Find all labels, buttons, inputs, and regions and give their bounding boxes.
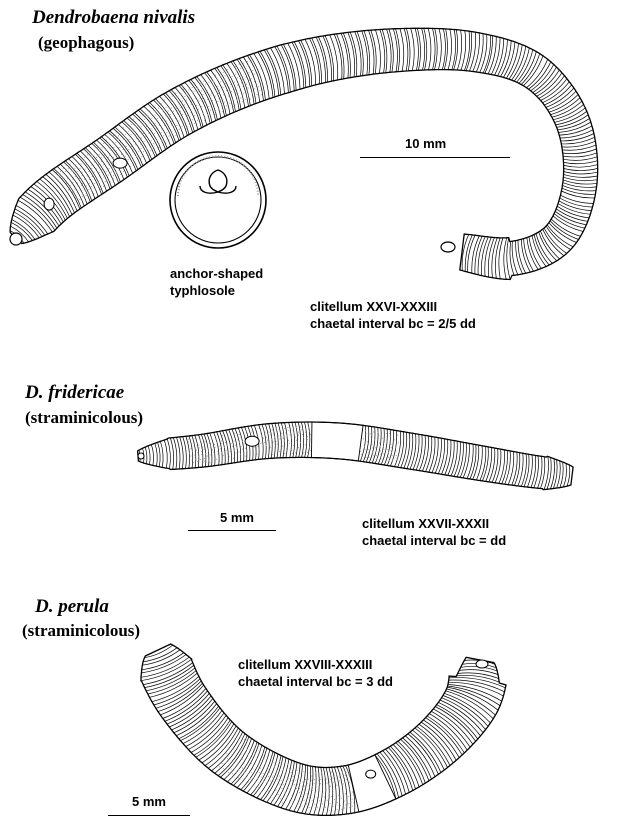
clitellum-fridericae: clitellum XXVII-XXXII [362,515,489,532]
genital-papilla-nivalis [113,158,127,168]
chaetal-interval-perula: chaetal interval bc = 3 dd [238,673,393,690]
typhlosole-label-line2: typhlosole [170,282,235,299]
scale-label-perula: 5 mm [132,795,166,808]
typhlosole-shape [209,170,227,192]
scale-bar-perula [108,815,190,816]
species-name-perula: D. perula [35,597,109,616]
clitellum-band [311,422,363,461]
clitellum-perula: clitellum XXVIII-XXXIII [238,656,372,673]
male-pore-perula [366,770,376,778]
prostomium-fridericae [138,453,144,459]
scale-bar-fridericae [188,530,276,531]
prostomium-nivalis [10,233,22,245]
species-name-fridericae: D. fridericae [25,383,124,402]
chaetal-interval-nivalis: chaetal interval bc = 2/5 dd [310,315,476,332]
prostomium-perula [476,660,488,668]
scale-label-fridericae: 5 mm [220,511,254,524]
chaetal-interval-fridericae: chaetal interval bc = dd [362,532,506,549]
male-pore-nivalis [44,198,54,210]
habit-perula: (straminicolous) [22,622,140,639]
anus-nivalis [441,242,455,252]
typhlosole-label-line1: anchor-shaped [170,265,263,282]
worm-nivalis [10,28,598,279]
typhlosole-cross-section [170,152,266,248]
worm-fridericae [138,422,573,490]
habit-nivalis: (geophagous) [38,34,134,51]
habit-fridericae: (straminicolous) [25,409,143,426]
scale-label-nivalis: 10 mm [405,137,446,150]
male-pore-fridericae [245,436,259,446]
scale-bar-nivalis [360,157,510,158]
clitellum-nivalis: clitellum XXVI-XXXIII [310,298,437,315]
species-name-nivalis: Dendrobaena nivalis [32,8,195,27]
